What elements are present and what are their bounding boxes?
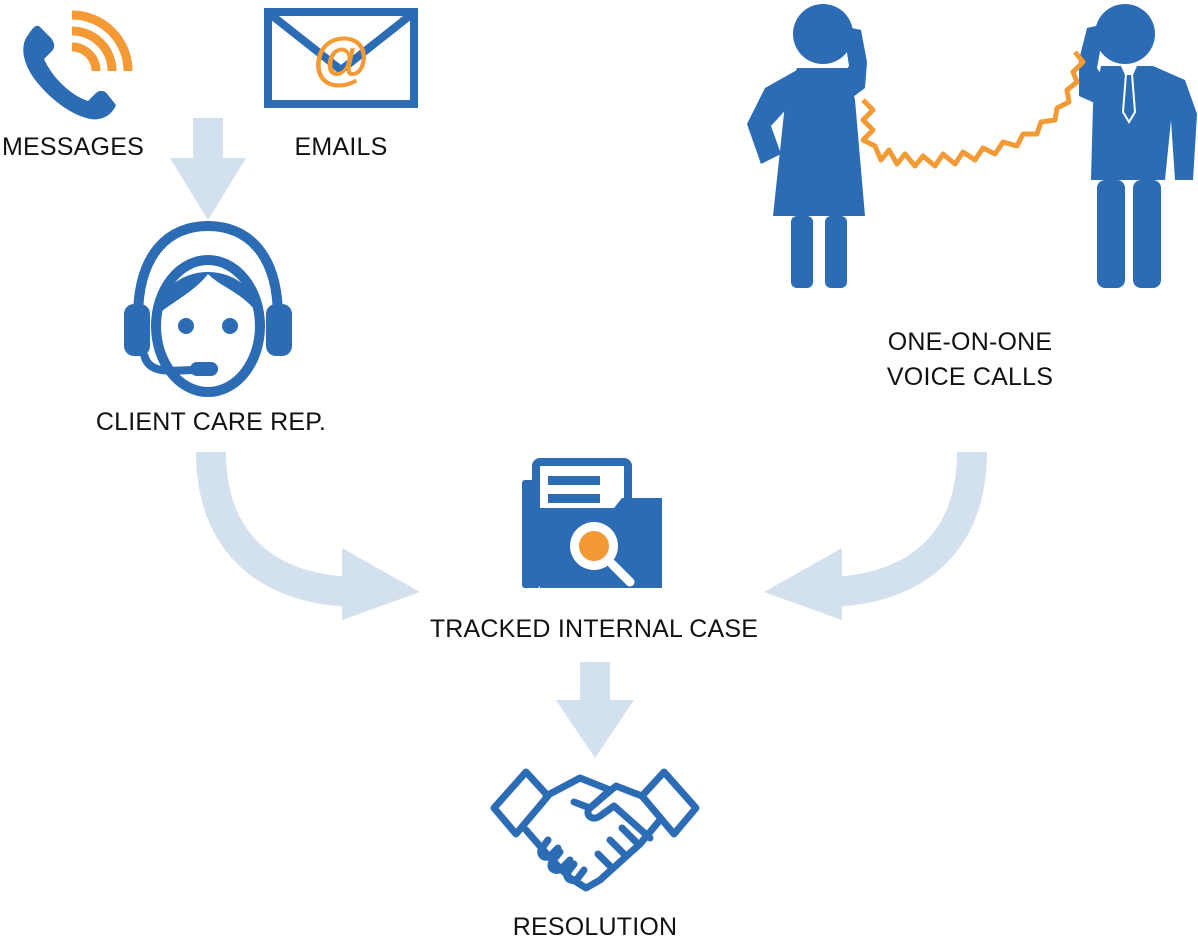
voice-calls-label-line1: ONE-ON-ONE	[887, 328, 1053, 356]
client-care-label: CLIENT CARE REP.	[95, 408, 327, 436]
arrow-voice-calls-to-case	[764, 451, 987, 620]
two-people-on-phone-icon	[745, 4, 1197, 290]
envelope-at-icon: @	[264, 8, 418, 108]
arrow-to-client-care	[170, 118, 246, 220]
tracked-case-label: TRACKED INTERNAL CASE	[429, 615, 759, 643]
voice-calls-label-line2: VOICE CALLS	[886, 363, 1054, 391]
phone-signal-icon	[10, 5, 135, 125]
svg-text:@: @	[313, 26, 370, 91]
arrow-to-resolution	[556, 662, 634, 758]
messages-label: MESSAGES	[2, 133, 144, 161]
handshake-icon	[490, 768, 700, 896]
phone-cord	[860, 50, 1086, 169]
emails-label: EMAILS	[294, 133, 388, 161]
arrow-client-care-to-case	[196, 451, 420, 620]
headset-agent-icon	[124, 218, 292, 402]
resolution-label: RESOLUTION	[512, 913, 678, 941]
folder-search-icon	[522, 458, 666, 592]
